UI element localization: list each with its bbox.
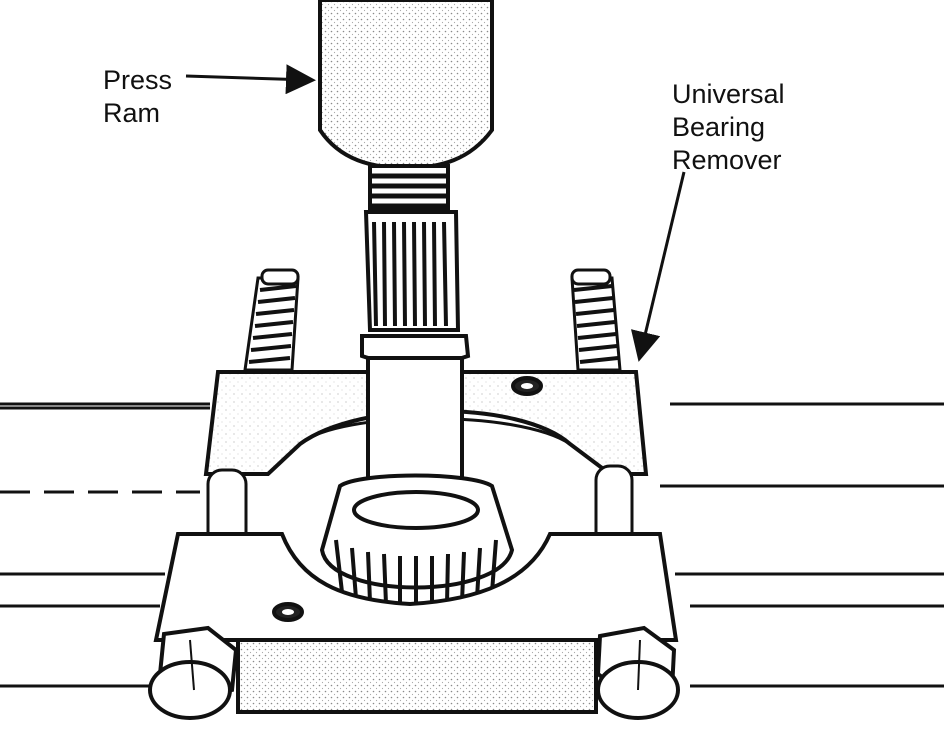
threaded-rod-left — [243, 268, 300, 372]
press-ram-label-line-1: Press — [103, 65, 173, 95]
hex-bolt-left — [148, 625, 239, 720]
callout-arrows — [185, 64, 686, 362]
bearing-remover-arrow — [630, 171, 686, 362]
press-ram-arrow — [185, 64, 316, 95]
bearing-remover-plate-lower — [153, 532, 679, 714]
bearing-remover-label-line-1: Universal — [672, 79, 785, 109]
press-ram-label-line-2: Ram — [103, 98, 161, 128]
press-ram-label: Press Ram — [103, 64, 172, 130]
hex-bolt-right — [595, 625, 680, 720]
bearing-remover-label: Universal Bearing Remover — [672, 78, 785, 177]
bearing-remover-label-line-2: Bearing — [672, 112, 766, 142]
threaded-rod-right — [570, 268, 622, 372]
tapered-roller-bearing — [319, 473, 515, 606]
bearing-remover-label-line-3: Remover — [672, 145, 782, 175]
press-bed — [0, 402, 944, 688]
press-ram-shaft — [318, 0, 494, 514]
